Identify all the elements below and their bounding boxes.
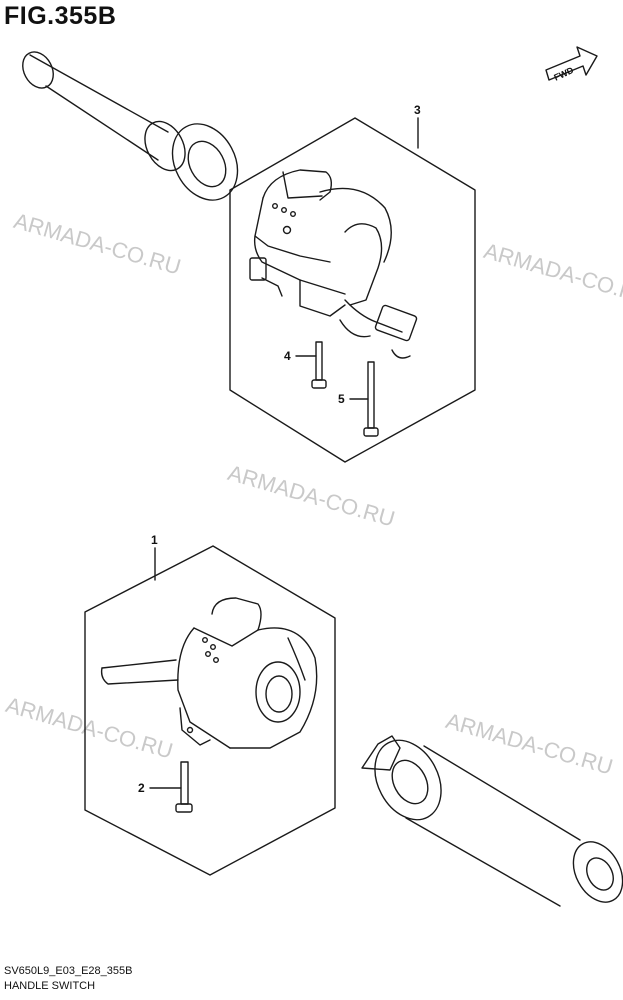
right-handle-switch (100, 597, 318, 749)
left-handle-switch (249, 169, 418, 359)
callout-3: 3 (414, 103, 421, 117)
callout-5: 5 (338, 392, 345, 406)
callout-1: 1 (151, 533, 158, 547)
right-grip (361, 735, 623, 907)
callout-4: 4 (284, 349, 291, 363)
group-frame-1 (84, 545, 336, 876)
figure-code: SV650L9_E03_E28_355B (4, 965, 133, 977)
screw-2 (149, 761, 193, 813)
group-frame-3 (229, 117, 476, 463)
callout-2: 2 (138, 781, 145, 795)
left-grip (22, 51, 239, 201)
figure-title: FIG.355B (4, 2, 117, 30)
fwd-arrow-icon (545, 46, 598, 81)
figure-name: HANDLE SWITCH (4, 980, 96, 992)
screw-5 (349, 361, 379, 437)
screw-4 (295, 341, 327, 389)
